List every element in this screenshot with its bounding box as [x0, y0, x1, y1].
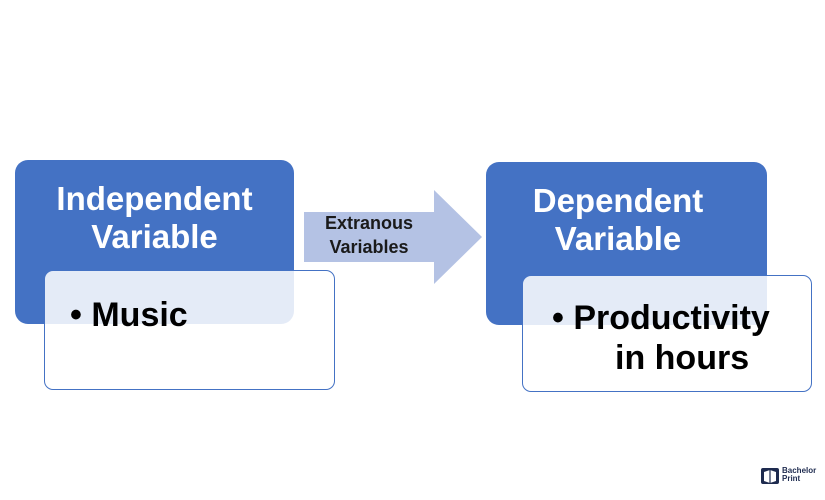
bullet-icon: •	[552, 299, 564, 337]
dependent-variable-title: Dependent Variable	[486, 182, 750, 258]
bullet-icon: •	[70, 296, 82, 334]
independent-title-line1: Independent	[56, 180, 253, 217]
dependent-title-line2: Variable	[554, 220, 682, 257]
extraneous-variables-label: Extranous Variables	[306, 211, 432, 259]
dependent-detail-box	[522, 275, 812, 392]
extraneous-line2: Variables	[329, 237, 409, 257]
bachelorprint-logo	[761, 468, 779, 484]
independent-item: • Music	[70, 295, 188, 335]
independent-variable-title: Independent Variable	[15, 180, 294, 256]
independent-item-label: Music	[91, 296, 188, 334]
logo-text-line1: Bachelor	[782, 466, 817, 475]
logo-text: Bachelor Print	[782, 467, 816, 483]
independent-detail-box	[44, 270, 335, 390]
dependent-item-line1-row: • Productivity	[552, 298, 770, 338]
dependent-title-line1: Dependent	[532, 182, 704, 219]
extraneous-line1: Extranous	[324, 213, 414, 233]
right-arrow-icon	[304, 190, 482, 284]
dependent-item-line2: in hours	[615, 339, 750, 377]
independent-title-line2: Variable	[91, 218, 218, 255]
logo-text-line2: Print	[782, 474, 801, 483]
dependent-item-line1: Productivity	[573, 299, 770, 337]
dependent-item: • Productivity in hours	[552, 298, 770, 378]
